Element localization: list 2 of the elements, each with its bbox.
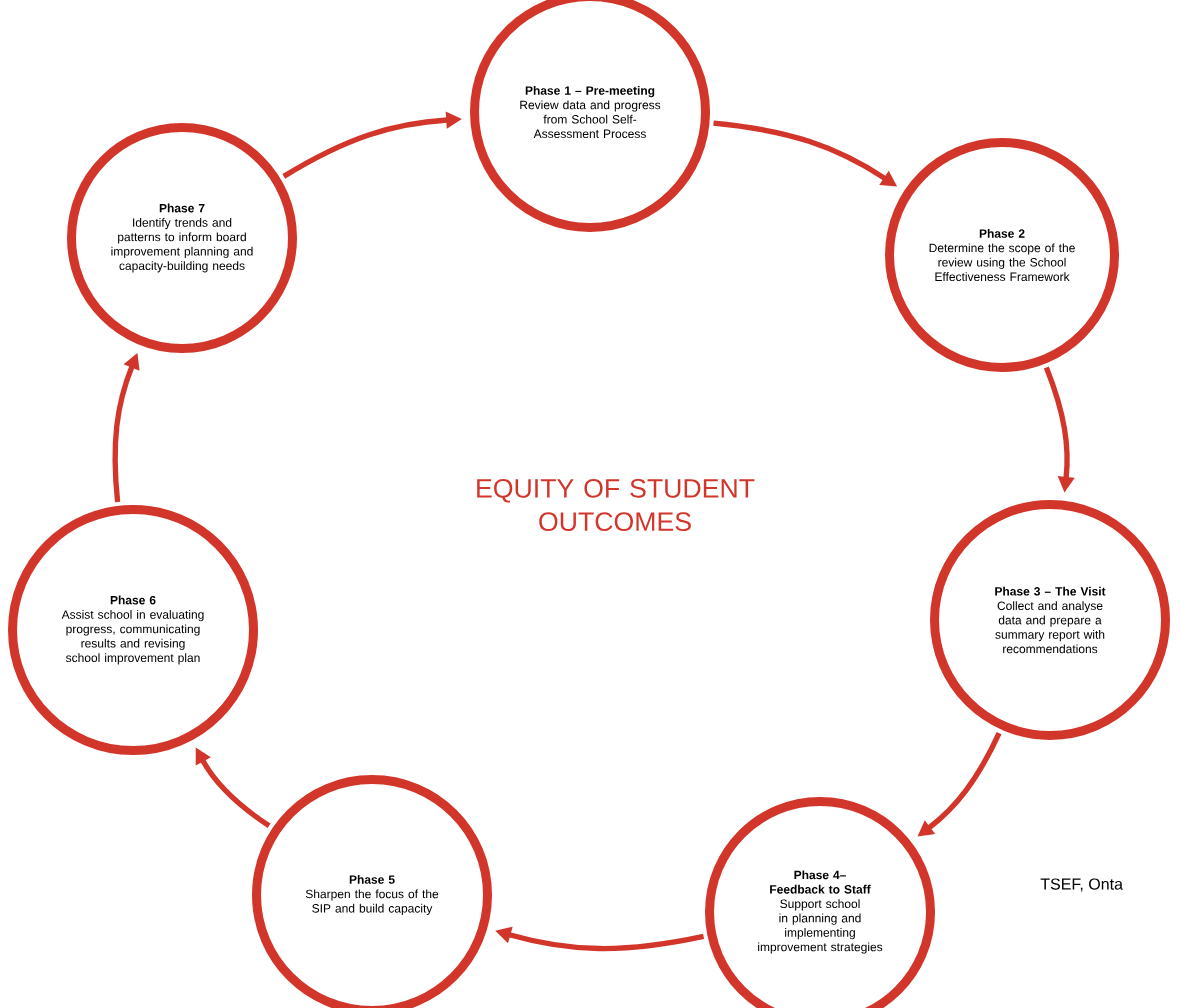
source-note: TSEF, Onta [1040, 878, 1123, 892]
center-heading: EQUITY OF STUDENT OUTCOMES [477, 478, 755, 532]
